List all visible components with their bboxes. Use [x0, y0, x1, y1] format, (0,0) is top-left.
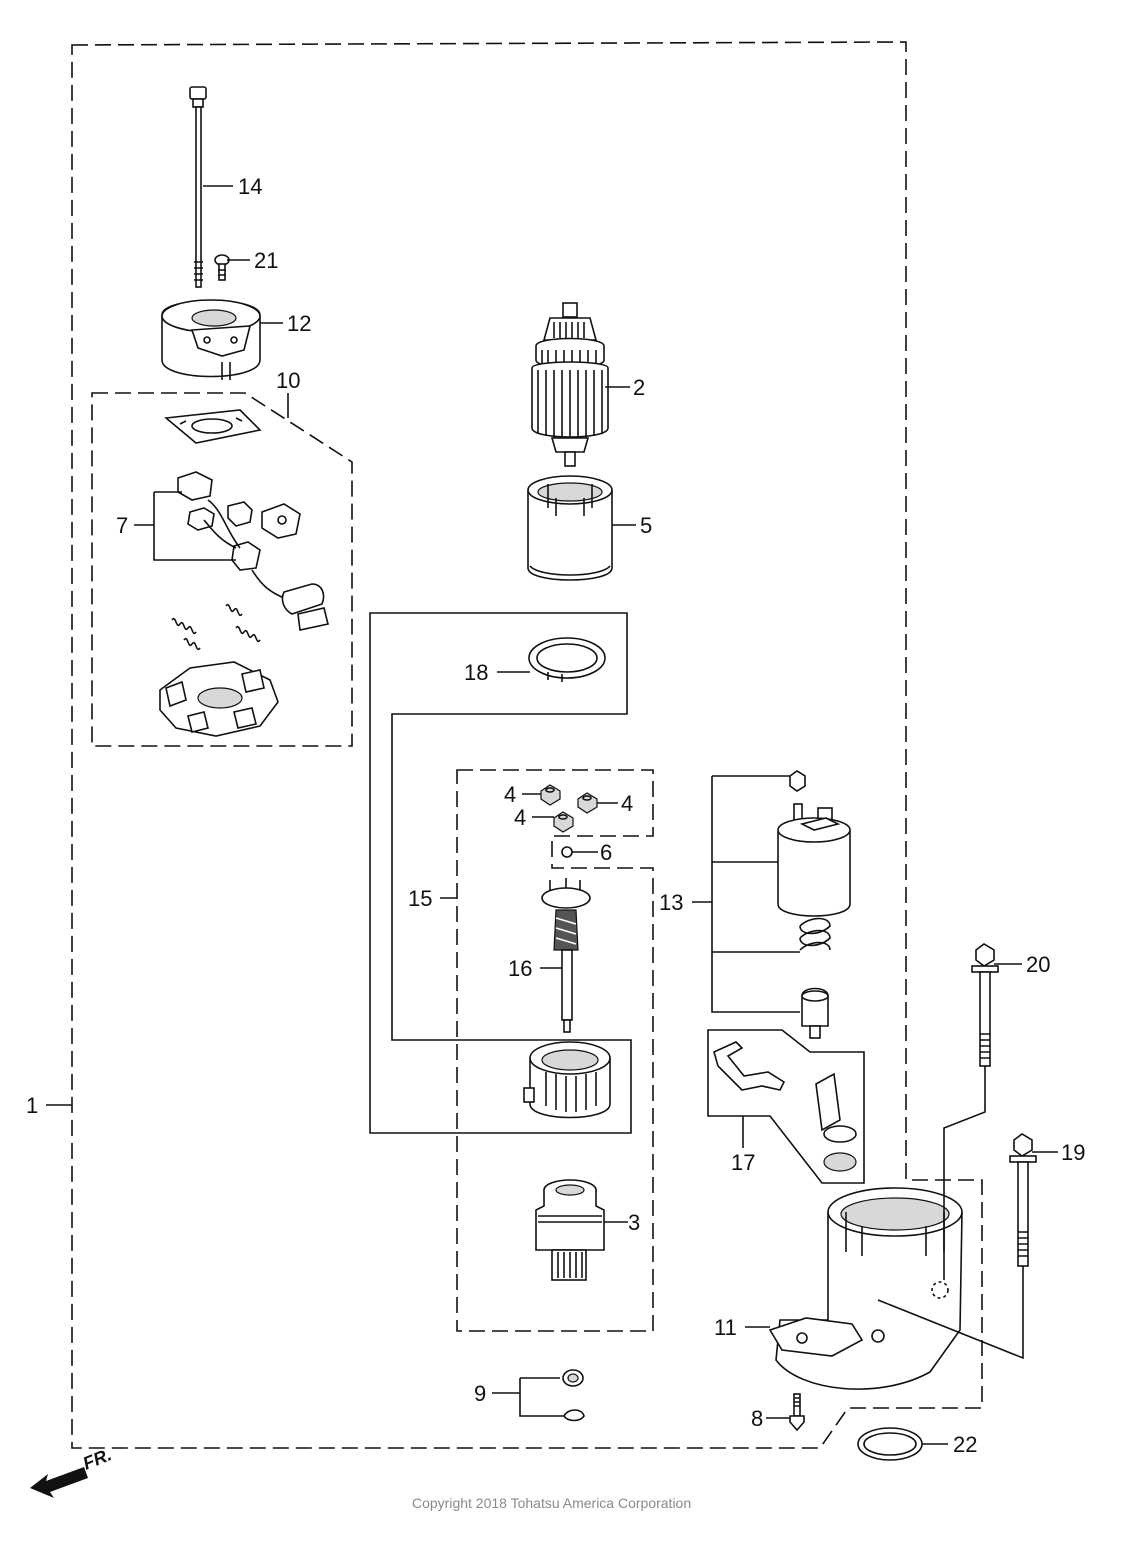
internal-gear-part	[523, 1041, 611, 1119]
callout-19: 19	[1061, 1140, 1085, 1165]
callout-17: 17	[731, 1150, 755, 1175]
assembly-boundary	[71, 41, 983, 1449]
callout-12: 12	[287, 311, 311, 336]
brush-clip-part	[261, 503, 301, 539]
callout-4c: 4	[514, 805, 526, 830]
armature-part	[531, 302, 609, 467]
shift-lever-group-boundary	[707, 1029, 865, 1184]
callout-18: 18	[464, 660, 488, 685]
pinion-clutch-part	[535, 1179, 605, 1281]
planetary-shaft-part	[541, 878, 591, 1033]
brush-springs-part	[171, 603, 261, 651]
callout-14: 14	[238, 174, 262, 199]
brush-lead-assembly-part	[177, 471, 329, 631]
small-screw-part	[214, 254, 230, 281]
callout-6: 6	[600, 840, 612, 865]
callout-4b: 4	[621, 791, 633, 816]
brush-holder-group-boundary	[91, 392, 353, 747]
through-bolt-part	[189, 86, 207, 288]
front-direction-arrow-icon	[30, 1467, 88, 1498]
callout-4a: 4	[504, 782, 516, 807]
callout-10: 10	[276, 368, 300, 393]
callout-5: 5	[640, 513, 652, 538]
callout-15: 15	[408, 886, 432, 911]
callout-3: 3	[628, 1210, 640, 1235]
steel-ball-part	[561, 846, 573, 858]
copyright-text: Copyright 2018 Tohatsu America Corporati…	[412, 1495, 691, 1511]
o-ring-part	[857, 1427, 923, 1461]
snap-ring-part	[528, 637, 606, 682]
shift-lever-part	[713, 1041, 857, 1172]
callout-9: 9	[474, 1381, 486, 1406]
callout-2: 2	[633, 375, 645, 400]
washer-and-clip-part	[562, 1369, 585, 1422]
front-housing-part	[768, 1187, 963, 1390]
magnetic-switch-part	[777, 770, 851, 1039]
drive-group-boundary	[456, 769, 654, 1332]
leader-lines	[46, 185, 1058, 1445]
callout-21: 21	[254, 248, 278, 273]
callout-11: 11	[714, 1315, 737, 1340]
callout-16: 16	[508, 956, 532, 981]
callout-7: 7	[116, 513, 128, 538]
callout-20: 20	[1026, 952, 1050, 977]
front-direction-label: FR.	[80, 1444, 114, 1473]
brush-plate-insulator-part	[164, 409, 262, 444]
overrunning-clutch-group-boundary	[369, 612, 632, 1134]
callout-8: 8	[751, 1406, 763, 1431]
long-bolt-b-part	[1009, 1133, 1037, 1267]
long-bolt-a-part	[971, 943, 999, 1067]
nut-parts	[540, 784, 598, 833]
small-bolt-part	[789, 1393, 805, 1432]
callout-22: 22	[953, 1432, 977, 1457]
rear-end-cover-part	[161, 299, 261, 380]
callout-13: 13	[659, 890, 683, 915]
callout-1: 1	[26, 1093, 38, 1118]
yoke-part	[527, 475, 613, 581]
brush-holder-part	[159, 661, 279, 737]
